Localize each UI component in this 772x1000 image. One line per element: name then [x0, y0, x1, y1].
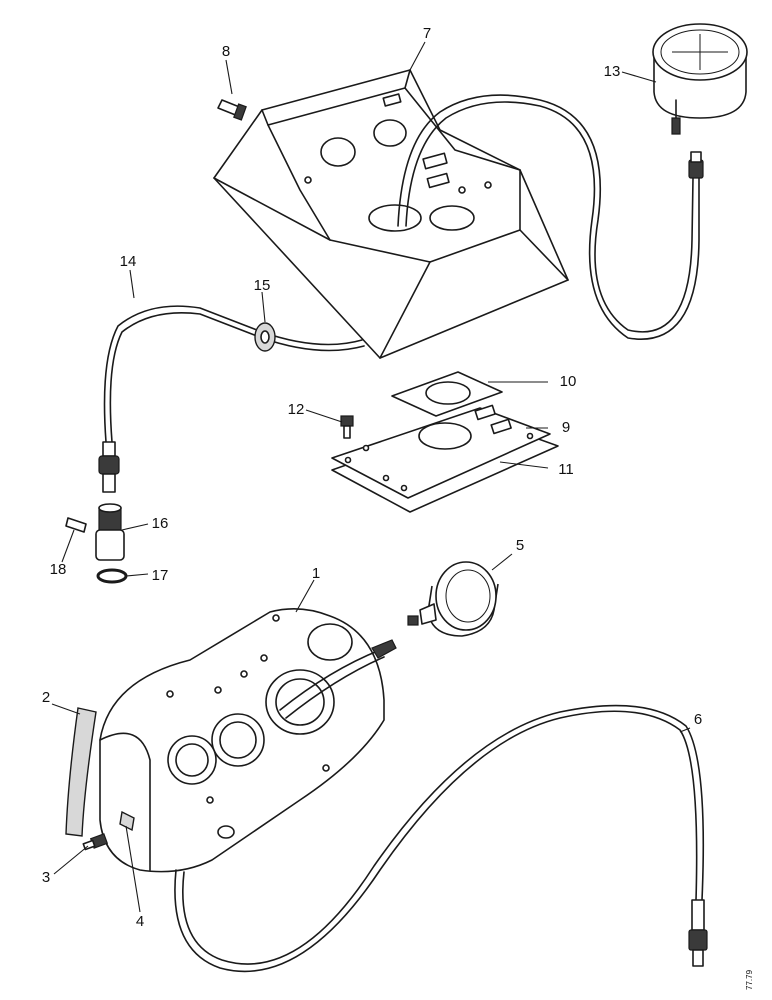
part-2-strip: [65, 707, 97, 837]
part-labels: 8 7 13 14 15 10 9 11 12 16 17 18 5 1 6 2…: [42, 25, 702, 930]
label-6: 6: [694, 711, 702, 728]
label-9: 9: [562, 419, 570, 436]
part-16-adapter: [95, 503, 125, 561]
part-1-instrument-panel: [99, 608, 385, 873]
part-14-cable: [98, 305, 365, 493]
label-1: 1: [312, 565, 320, 582]
label-12: 12: [288, 401, 305, 418]
label-17: 17: [152, 567, 169, 584]
label-15: 15: [254, 277, 271, 294]
label-2: 2: [42, 689, 50, 706]
leader-lines: [51, 41, 691, 913]
label-14: 14: [120, 253, 137, 270]
label-5: 5: [516, 537, 524, 554]
part-15-grommet: [254, 322, 276, 352]
part-8-screw: [217, 99, 247, 121]
cable-housing-to-gauge: [397, 94, 704, 340]
part-10-plate: [391, 371, 503, 417]
label-18: 18: [50, 561, 67, 578]
label-13: 13: [604, 63, 621, 80]
drawing-reference: 77.79: [745, 969, 754, 990]
part-12-screw: [340, 415, 354, 439]
part-7-instrument-housing: [213, 69, 569, 359]
label-11: 11: [558, 461, 574, 478]
label-10: 10: [560, 373, 577, 390]
part-18-pin: [65, 517, 87, 533]
part-4-clip: [119, 810, 135, 832]
part-6-cable: [174, 639, 708, 973]
label-3: 3: [42, 869, 50, 886]
label-8: 8: [222, 43, 230, 60]
part-9-mounting-plate: [331, 404, 551, 499]
part-13-gauge: [652, 23, 748, 135]
part-5-gauge: [407, 561, 499, 637]
part-17-o-ring: [96, 568, 128, 584]
label-16: 16: [152, 515, 169, 532]
label-7: 7: [423, 25, 431, 42]
label-4: 4: [136, 913, 144, 930]
